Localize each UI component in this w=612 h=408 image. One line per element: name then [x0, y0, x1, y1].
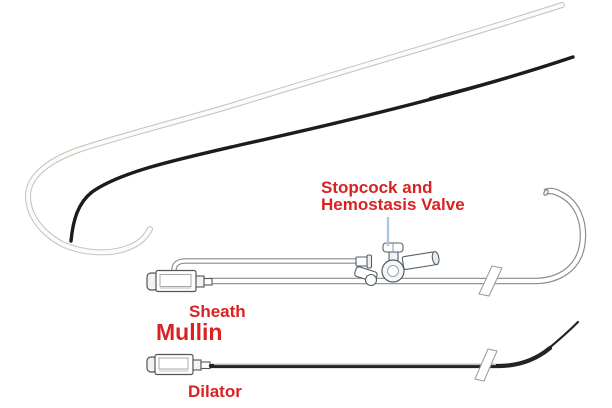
label-stopcock-hemostasis-valve: Stopcock and Hemostasis Valve: [321, 179, 465, 213]
sheath-tip-opening: [543, 189, 549, 196]
label-stopcock-line2: Hemostasis Valve: [321, 195, 465, 214]
dilator-break-mark: [474, 348, 498, 382]
sheath-hub: [146, 269, 213, 293]
stopcock-assembly: [354, 242, 440, 287]
label-mullin: Mullin: [156, 319, 223, 345]
sheath-break-mark: [478, 265, 503, 297]
dilator-illustration: [146, 320, 580, 382]
dilator-hub: [146, 353, 211, 376]
sheath-shaft: [210, 187, 587, 285]
sheath-illustration: [146, 187, 587, 297]
dark-guidewire: [69, 55, 575, 243]
sheath-side-arm: [171, 258, 360, 276]
dilator-shaft: [208, 320, 580, 369]
label-sheath: Sheath: [189, 302, 246, 321]
label-stopcock-line1: Stopcock and: [321, 178, 433, 197]
label-dilator: Dilator: [188, 382, 242, 401]
white-guidewire: [24, 2, 565, 256]
